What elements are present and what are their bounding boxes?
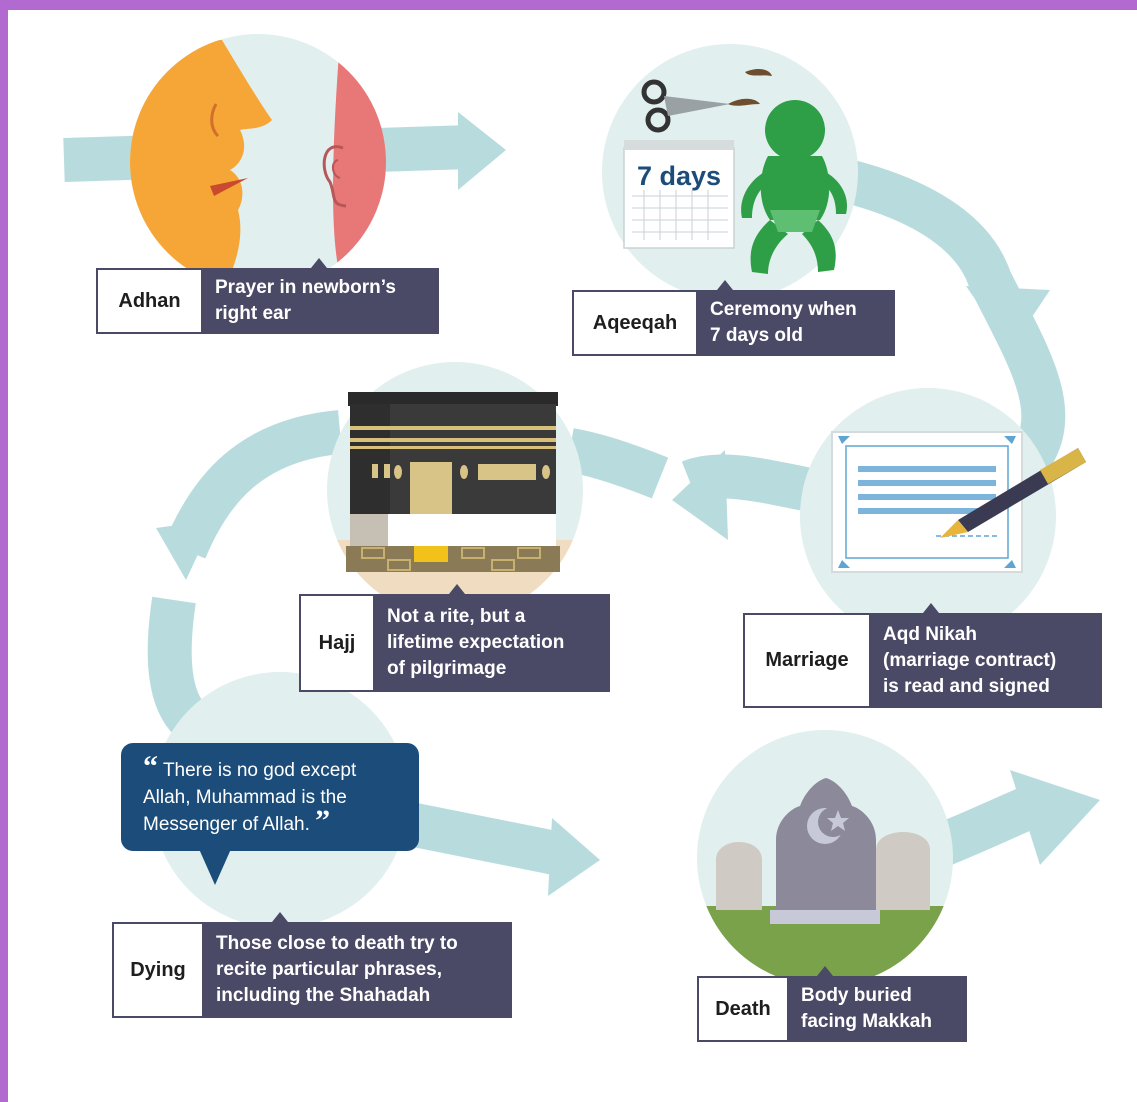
scissors-icon	[641, 69, 772, 133]
stage-description-marriage: Aqd Nikah (marriage contract) is read an…	[871, 613, 1102, 708]
arrowhead-left	[156, 520, 214, 580]
stage-name-adhan: Adhan	[96, 268, 203, 334]
quote-bubble-tail	[199, 849, 231, 885]
crescent-star-icon	[807, 807, 849, 844]
stage-label-dying: Dying Those close to death try to recite…	[112, 912, 512, 1018]
stage-name-hajj: Hajj	[299, 594, 375, 692]
open-quote-mark: “	[143, 750, 158, 783]
calendar-text: 7 days	[637, 161, 721, 191]
stage-name-death: Death	[697, 976, 789, 1042]
pen-icon	[940, 448, 1086, 538]
shahadah-quote-text: There is no god except Allah, Muhammad i…	[143, 760, 357, 835]
path-arrowheads	[156, 112, 1100, 896]
path-segment-left-down	[147, 596, 207, 736]
stage-label-adhan: Adhan Prayer in newborn’s right ear	[96, 258, 439, 334]
stage-description-aqeeqah: Ceremony when 7 days old	[698, 290, 895, 356]
shahadah-quote-bubble: “ There is no god except Allah, Muhammad…	[121, 743, 419, 851]
arrowhead-bottom	[548, 818, 600, 896]
path-segment-hajj-to-marriage	[565, 428, 669, 499]
close-quote-mark: ”	[315, 804, 331, 837]
stage-label-aqeeqah: Aqeeqah Ceremony when 7 days old	[572, 280, 895, 356]
kaaba-icon	[330, 392, 580, 618]
calendar-icon: 7 days	[623, 140, 735, 249]
stage-description-dying: Those close to death try to recite parti…	[204, 922, 512, 1018]
stage-label-hajj: Hajj Not a rite, but a lifetime expectat…	[299, 584, 610, 692]
stage-description-hajj: Not a rite, but a lifetime expectation o…	[375, 594, 610, 692]
stage-name-dying: Dying	[112, 922, 204, 1018]
baby-icon	[741, 100, 847, 274]
stage-name-marriage: Marriage	[743, 613, 871, 708]
stage-name-aqeeqah: Aqeeqah	[572, 290, 698, 356]
stage-description-adhan: Prayer in newborn’s right ear	[203, 268, 439, 334]
stage-label-marriage: Marriage Aqd Nikah (marriage contract) i…	[743, 603, 1102, 708]
arrowhead-right	[966, 286, 1050, 350]
arrowhead-middle	[672, 450, 728, 540]
arrowhead-end	[1010, 770, 1100, 865]
stage-description-death: Body buried facing Makkah	[789, 976, 967, 1042]
arrowhead-top	[458, 112, 506, 190]
stage-label-death: Death Body buried facing Makkah	[697, 966, 967, 1042]
